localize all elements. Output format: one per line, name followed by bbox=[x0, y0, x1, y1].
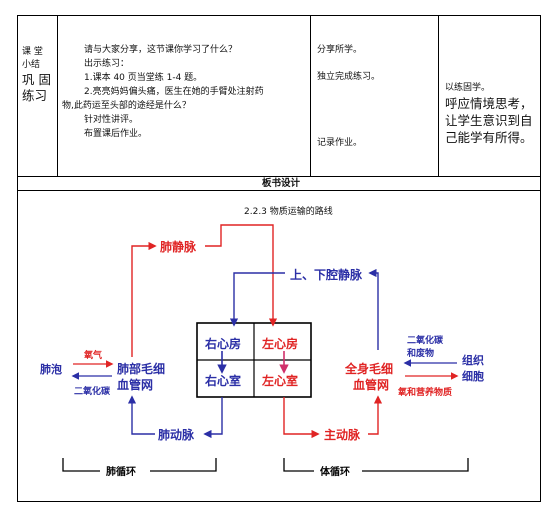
board-design-header: 板书设计 bbox=[262, 178, 301, 189]
oxygen-label: 氧气 bbox=[83, 349, 102, 361]
co2-waste-label-line-1: 二氧化碳 bbox=[407, 334, 444, 346]
row1-bottom-line bbox=[17, 176, 541, 177]
teacher-line-6: 针对性讲评。 bbox=[84, 115, 139, 125]
intent-line-4: 己能学有所得。 bbox=[445, 130, 533, 145]
oxygen-nutrients-label: 氧和营养物质 bbox=[397, 386, 452, 398]
tissue-label-line-2: 细胞 bbox=[462, 369, 484, 383]
table-border-top bbox=[17, 15, 541, 16]
diagram-title: 2.2.3 物质运输的路线 bbox=[244, 205, 333, 217]
table-border-left bbox=[17, 15, 18, 502]
systemic-circulation-bracket-right bbox=[362, 458, 469, 472]
col2-divider bbox=[310, 15, 311, 177]
teacher-line-4: 2.亮亮妈妈偏头痛，医生在她的手臂处注射药 bbox=[84, 87, 264, 97]
col3-divider bbox=[438, 15, 439, 177]
category-line-3: 巩 固 bbox=[22, 72, 51, 87]
co2-left-label: 二氧化碳 bbox=[74, 385, 111, 397]
category-line-2: 小结 bbox=[22, 60, 41, 70]
body-capillary-label-line-1: 全身毛细 bbox=[344, 361, 393, 376]
teacher-line-5: 物,此药运至头部的途经是什么？ bbox=[62, 101, 191, 111]
tissue-label-line-1: 组织 bbox=[462, 353, 484, 367]
systemic-circulation-bracket-left bbox=[283, 458, 314, 472]
body-capillary-label-line-2: 血管网 bbox=[353, 377, 389, 392]
systemic-circulation-label: 体循环 bbox=[320, 465, 350, 478]
lung-capillary-label-line-2: 血管网 bbox=[117, 377, 153, 392]
category-line-1: 课 堂 bbox=[22, 47, 43, 57]
lung-capillary-label-line-1: 肺部毛细 bbox=[117, 361, 165, 376]
intent-line-3: 让学生意识到自 bbox=[445, 113, 533, 128]
teacher-line-2: 出示练习： bbox=[84, 59, 130, 69]
pulmonary-vein-label: 肺静脉 bbox=[160, 239, 197, 254]
pulmonary-capillary-to-vein-line bbox=[131, 241, 157, 357]
col1-divider bbox=[57, 15, 58, 177]
left-ventricle-label: 左心室 bbox=[261, 373, 298, 388]
aorta-label: 主动脉 bbox=[324, 427, 361, 442]
pulmonary-vein-to-left-atrium-line bbox=[205, 224, 278, 327]
teacher-line-3: 1.课本 40 页当堂练 1-4 题。 bbox=[84, 73, 203, 83]
left-atrium-label: 左心房 bbox=[261, 336, 298, 351]
category-line-4: 练习 bbox=[22, 88, 48, 103]
table-border-right bbox=[540, 15, 541, 502]
teacher-line-7: 布置课后作业。 bbox=[84, 129, 148, 139]
student-line-3: 记录作业。 bbox=[317, 138, 363, 148]
vena-cava-label: 上、下腔静脉 bbox=[290, 267, 363, 282]
pulmonary-artery-label: 肺动脉 bbox=[158, 427, 195, 442]
student-line-1: 分享所学。 bbox=[317, 45, 363, 55]
row2-header-bottom-line bbox=[17, 190, 541, 191]
intent-line-1: 以练固学。 bbox=[445, 83, 491, 93]
pulmonary-circulation-bracket-left bbox=[62, 458, 100, 472]
right-ventricle-to-pulmonary-artery-line bbox=[203, 397, 223, 439]
aorta-to-body-capillary-line bbox=[368, 395, 383, 435]
teacher-line-1: 请与大家分享，这节课你学习了什么？ bbox=[84, 45, 238, 55]
alveoli-label: 肺泡 bbox=[40, 362, 62, 376]
vena-cava-to-right-atrium-line bbox=[229, 272, 285, 327]
body-capillary-to-vena-cava-line bbox=[368, 268, 379, 350]
pulmonary-artery-to-lung-capillary-line bbox=[127, 395, 155, 435]
co2-waste-label-line-2: 和废物 bbox=[406, 347, 434, 359]
left-ventricle-to-aorta-line bbox=[283, 397, 320, 439]
intent-line-2: 呼应情境思考， bbox=[445, 96, 533, 111]
student-line-2: 独立完成练习。 bbox=[317, 72, 381, 82]
table-border-bottom bbox=[17, 501, 541, 502]
pulmonary-circulation-label: 肺循环 bbox=[106, 465, 136, 478]
right-atrium-label: 右心房 bbox=[204, 336, 241, 351]
pulmonary-circulation-bracket-right bbox=[150, 458, 217, 472]
right-ventricle-label: 右心室 bbox=[204, 373, 241, 388]
